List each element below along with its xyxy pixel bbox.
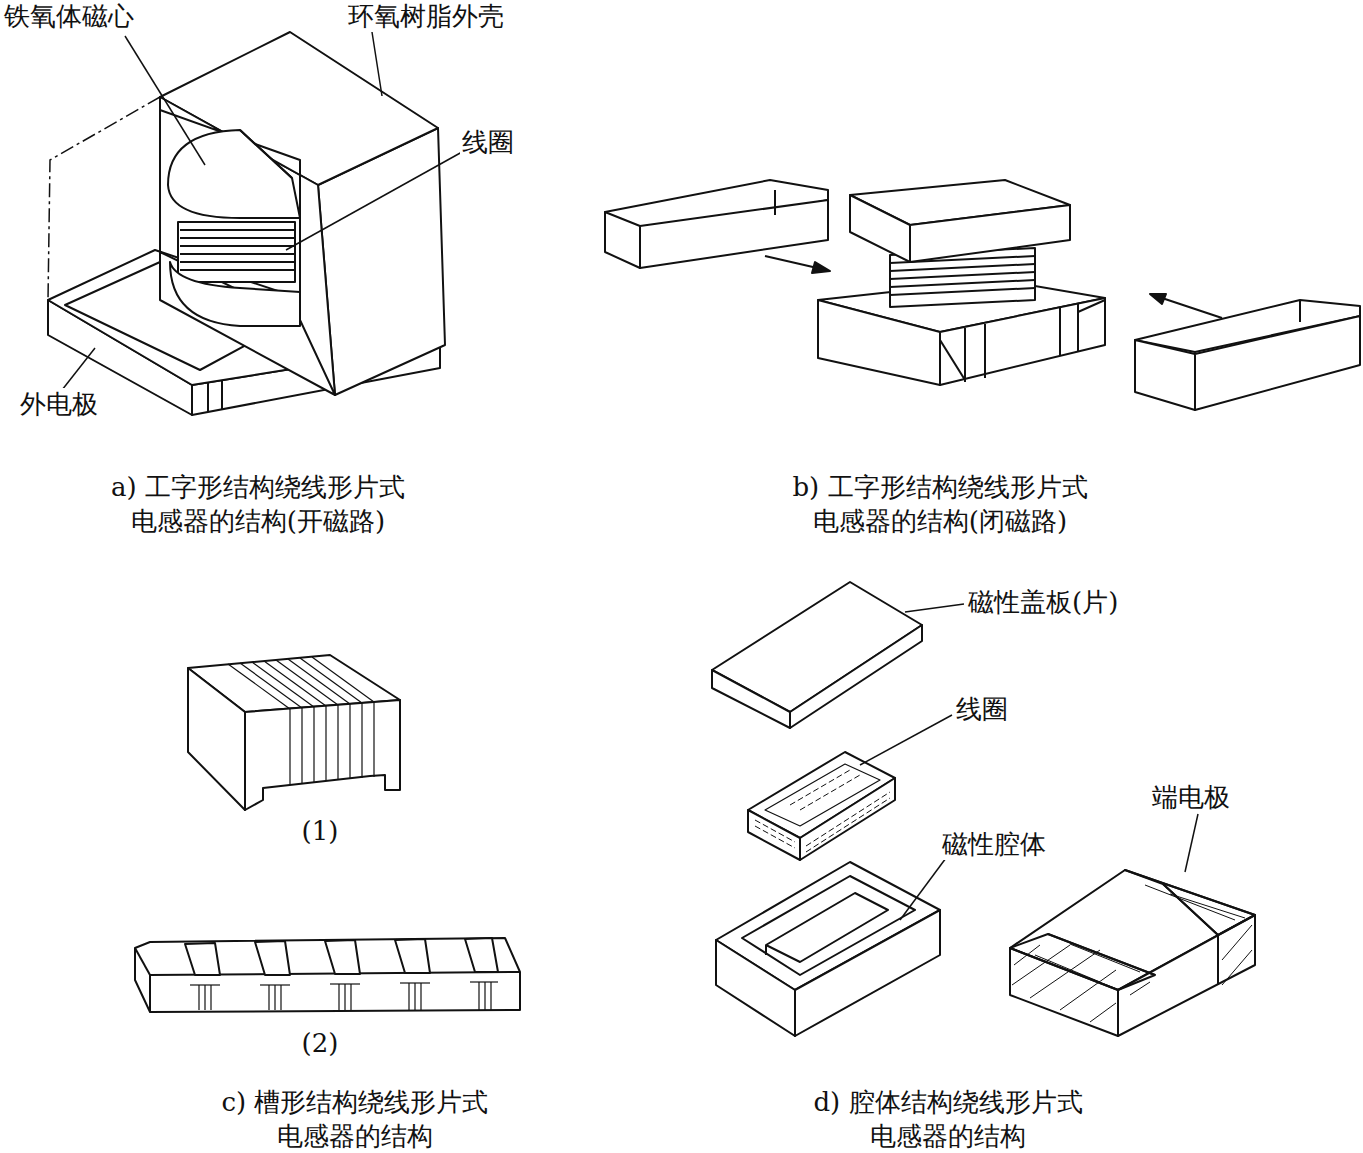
- slot-inductor-2: [135, 938, 520, 1012]
- figure-caption: b) 工字形结构绕线形片式 电感器的结构(闭磁路): [760, 470, 1120, 538]
- part-label: 线圈: [954, 693, 1010, 725]
- slot-inductor-1: [188, 655, 400, 810]
- part-label: 外电极: [18, 388, 100, 420]
- sub-figure-number: (1): [300, 815, 341, 847]
- figure-caption: c) 槽形结构绕线形片式 电感器的结构: [175, 1085, 535, 1153]
- sub-figure-number: (2): [300, 1027, 341, 1059]
- cavity-inductor: [712, 582, 1255, 1036]
- part-label: 环氧树脂外壳: [346, 0, 506, 32]
- part-label: 端电极: [1150, 781, 1232, 813]
- figure-caption: d) 腔体结构绕线形片式 电感器的结构: [768, 1085, 1128, 1153]
- figure-caption: a) 工字形结构绕线形片式 电感器的结构(开磁路): [78, 470, 438, 538]
- open-circuit-inductor: [48, 32, 462, 415]
- part-label: 铁氧体磁心: [2, 0, 136, 32]
- closed-circuit-inductor: [605, 180, 1360, 410]
- part-label: 磁性盖板(片): [966, 586, 1120, 618]
- part-label: 磁性腔体: [940, 828, 1048, 860]
- part-label: 线圈: [460, 126, 516, 158]
